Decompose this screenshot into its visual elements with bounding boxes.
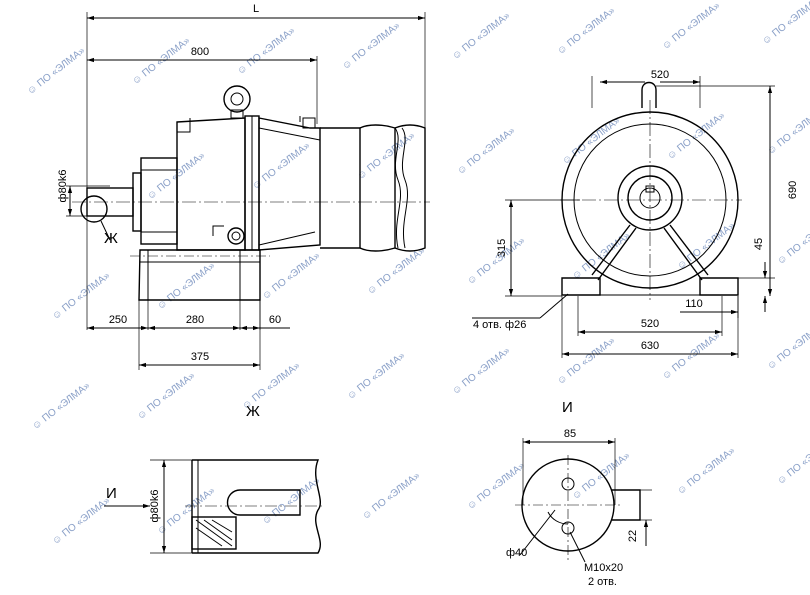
watermark-text: ☺ ПО «ЭЛМА» — [660, 330, 722, 382]
watermark-text: ☺ ПО «ЭЛМА» — [765, 320, 810, 372]
watermark-text: ☺ ПО «ЭЛМА» — [775, 215, 810, 267]
watermark-text: ☺ ПО «ЭЛМА» — [25, 45, 87, 97]
detail-i: И 85 22 ф40 М10х20 2 отв. — [506, 399, 652, 588]
watermark-text: ☺ ПО «ЭЛМА» — [675, 220, 737, 272]
watermark-text: ☺ ПО «ЭЛМА» — [450, 345, 512, 397]
watermark-text: ☺ ПО «ЭЛМА» — [260, 250, 322, 302]
dim-375: 375 — [191, 351, 209, 363]
dim-110: 110 — [685, 298, 703, 310]
side-view: L 800 250 280 60 375 ф80k6 Ж — [57, 3, 430, 370]
detail-zh-arrow: И — [106, 485, 117, 502]
callout-zh: Ж — [104, 230, 118, 247]
dim-520-top: 520 — [651, 69, 669, 81]
watermark-text: ☺ ПО «ЭЛМА» — [235, 25, 297, 77]
dim-315: 315 — [496, 239, 508, 257]
dim-shaft: ф80k6 — [57, 170, 69, 203]
watermark-text: ☺ ПО «ЭЛМА» — [30, 380, 92, 432]
detail-zh-shaft: ф80k6 — [149, 490, 161, 523]
watermark-text: ☺ ПО «ЭЛМА» — [555, 5, 617, 57]
dim-280: 280 — [186, 314, 204, 326]
detail-zh: Ж ф80k6 И — [104, 403, 325, 554]
watermark-text: ☺ ПО «ЭЛМА» — [765, 105, 810, 157]
dim-630: 630 — [641, 340, 659, 352]
dim-690: 690 — [787, 181, 799, 199]
watermark-text: ☺ ПО «ЭЛМА» — [665, 110, 727, 162]
watermark-text: ☺ ПО «ЭЛМА» — [155, 260, 217, 312]
dim-250: 250 — [109, 314, 127, 326]
watermark-text: ☺ ПО «ЭЛМА» — [450, 10, 512, 62]
watermark-text: ☺ ПО «ЭЛМА» — [50, 495, 112, 547]
detail-i-22: 22 — [627, 530, 639, 542]
detail-zh-title: Ж — [246, 403, 260, 420]
watermark-text: ☺ ПО «ЭЛМА» — [455, 125, 517, 177]
watermark-text: ☺ ПО «ЭЛМА» — [560, 115, 622, 167]
detail-i-40: ф40 — [506, 547, 527, 559]
dim-45: 45 — [753, 238, 765, 250]
watermark-text: ☺ ПО «ЭЛМА» — [135, 370, 197, 422]
watermark-text: ☺ ПО «ЭЛМА» — [130, 35, 192, 87]
detail-i-title: И — [562, 399, 573, 416]
watermark-text: ☺ ПО «ЭЛМА» — [355, 130, 417, 182]
watermark-text: ☺ ПО «ЭЛМА» — [50, 270, 112, 322]
watermark-text: ☺ ПО «ЭЛМА» — [555, 335, 617, 387]
watermark-text: ☺ ПО «ЭЛМА» — [340, 20, 402, 72]
watermark-text: ☺ ПО «ЭЛМА» — [775, 435, 810, 487]
dim-L: L — [253, 3, 259, 15]
watermark-text: ☺ ПО «ЭЛМА» — [345, 350, 407, 402]
watermark-text: ☺ ПО «ЭЛМА» — [570, 450, 632, 502]
watermark-text: ☺ ПО «ЭЛМА» — [660, 0, 722, 52]
dim-60: 60 — [269, 314, 281, 326]
watermark-text: ☺ ПО «ЭЛМА» — [260, 475, 322, 527]
detail-i-count: 2 отв. — [588, 576, 617, 588]
watermark-text: ☺ ПО «ЭЛМА» — [465, 460, 527, 512]
dim-800: 800 — [191, 46, 209, 58]
front-view: 520 690 315 45 — [472, 69, 799, 358]
holes-note: 4 отв. ф26 — [473, 319, 526, 331]
detail-i-85: 85 — [564, 428, 576, 440]
detail-i-thread: М10х20 — [584, 562, 623, 574]
watermark-text: ☺ ПО «ЭЛМА» — [365, 245, 427, 297]
watermark-text: ☺ ПО «ЭЛМА» — [760, 0, 810, 47]
watermark-text: ☺ ПО «ЭЛМА» — [360, 470, 422, 522]
dim-520: 520 — [641, 318, 659, 330]
watermark-text: ☺ ПО «ЭЛМА» — [675, 445, 737, 497]
